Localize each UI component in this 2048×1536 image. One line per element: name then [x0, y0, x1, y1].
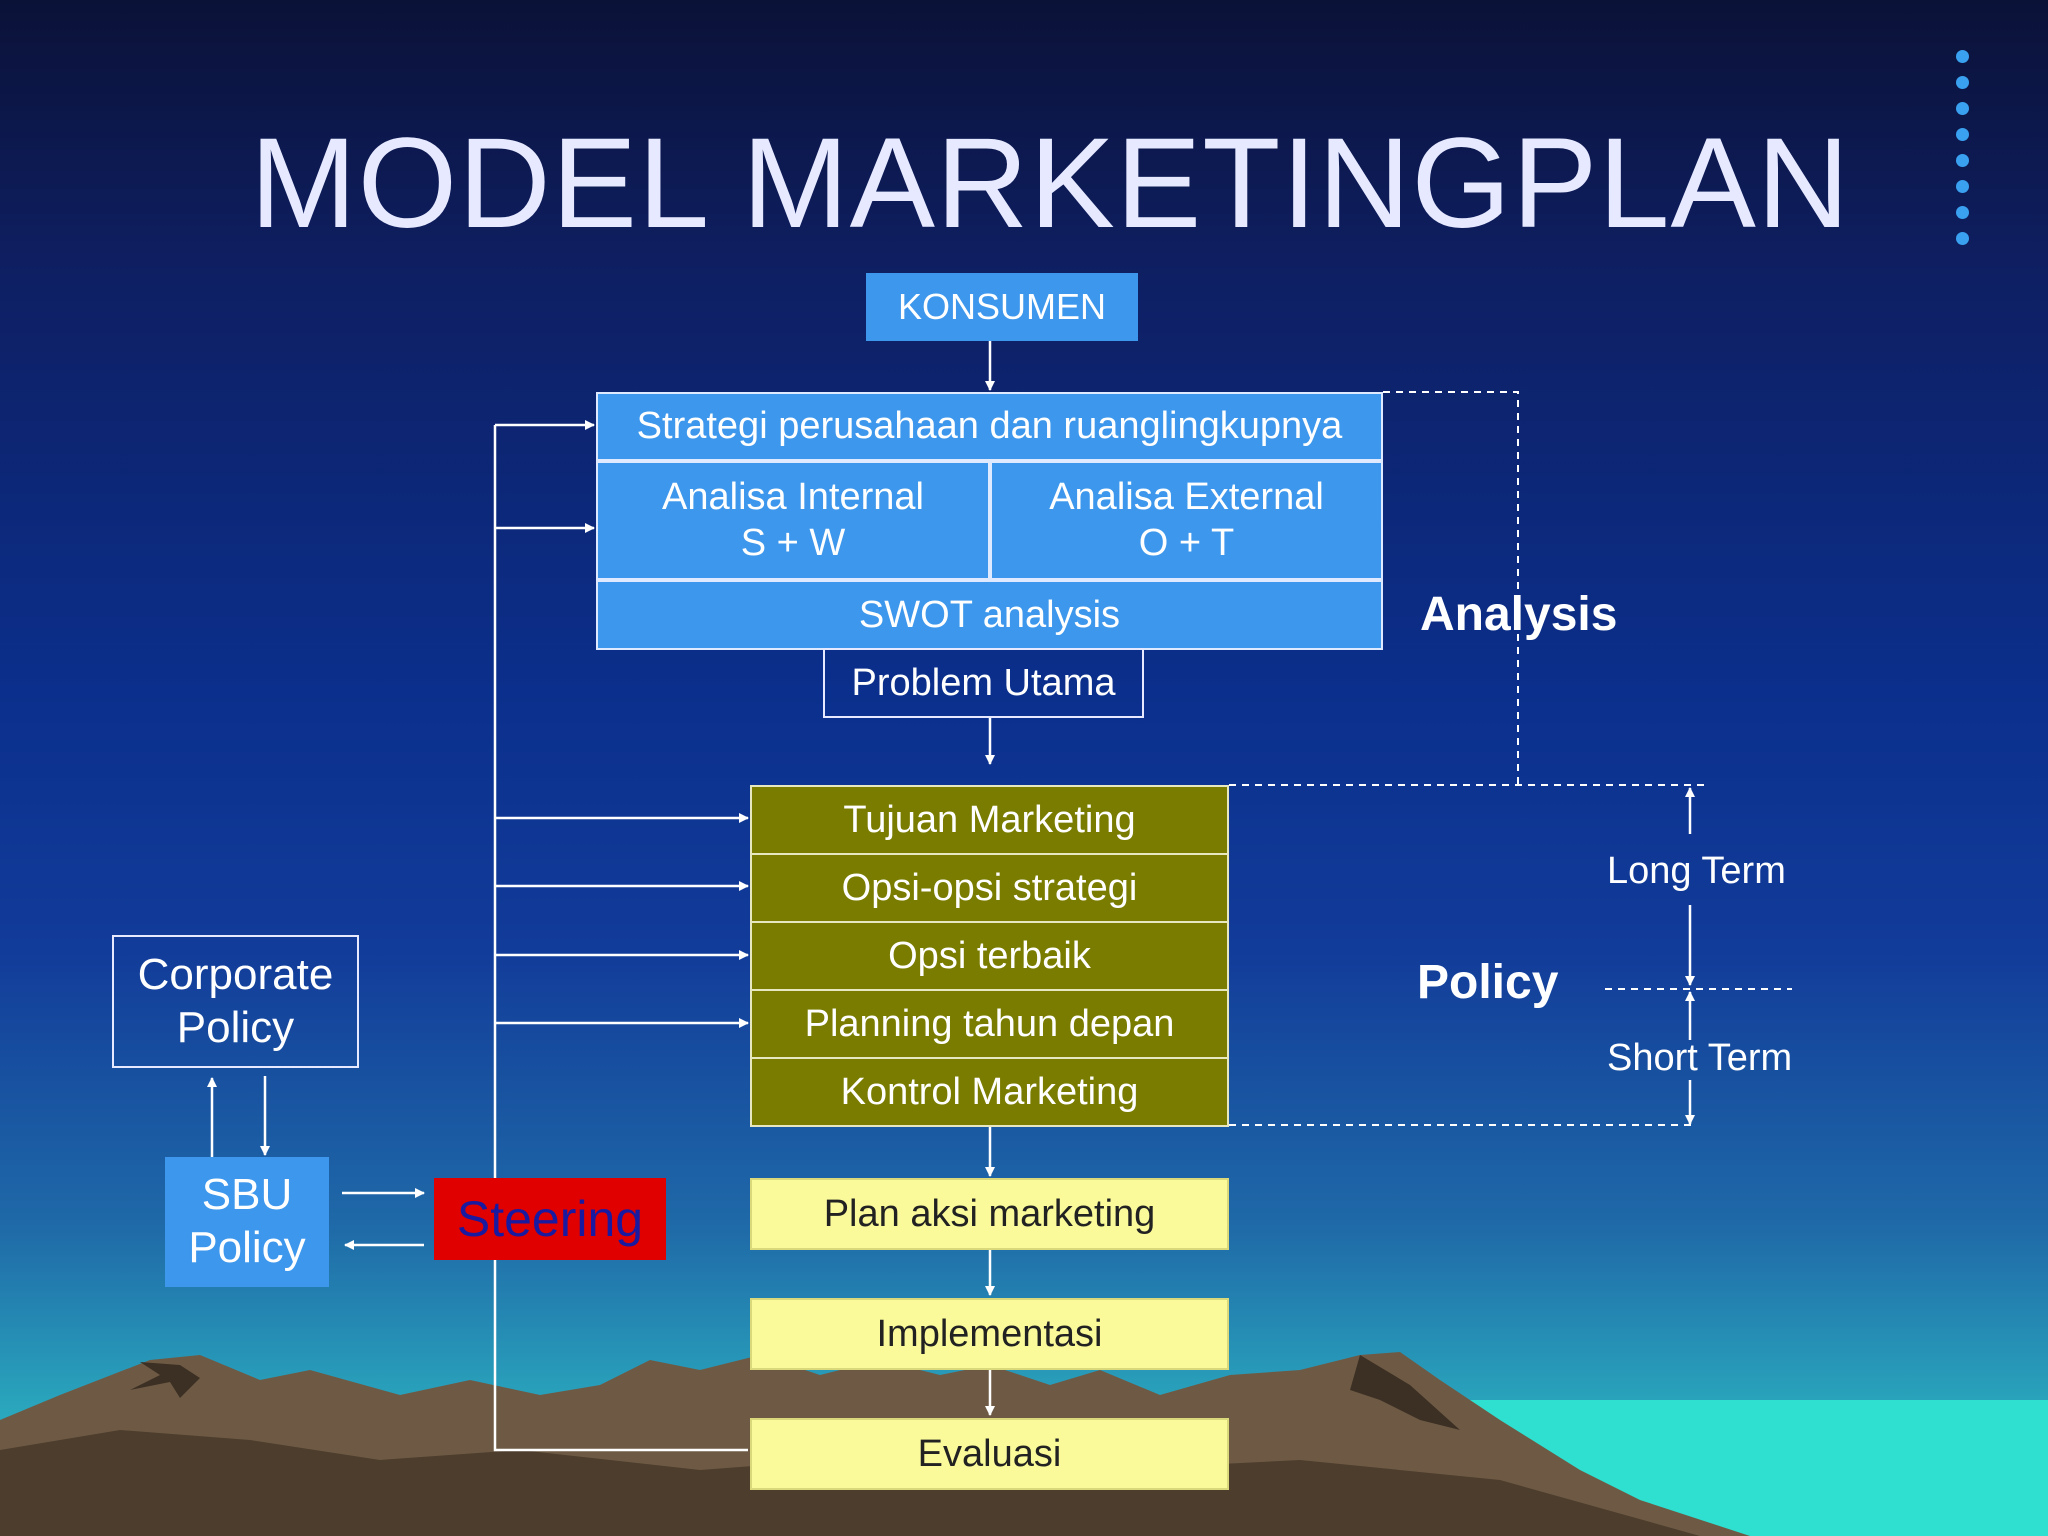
planning-tahun-depan-box: Planning tahun depan — [750, 989, 1229, 1059]
analysis-bracket — [1383, 391, 1519, 785]
long-term-label: Long Term — [1607, 850, 1786, 892]
plan-aksi-label: Plan aksi marketing — [823, 1192, 1156, 1235]
problem-utama-box: Problem Utama — [823, 648, 1144, 718]
steering-label: Steering — [456, 1191, 644, 1247]
swot-box: SWOT analysis — [596, 580, 1383, 650]
sbu-policy-box: SBU Policy — [165, 1157, 329, 1287]
analisa-internal-label: Analisa Internal S + W — [662, 475, 924, 564]
policy-item-label: Opsi-opsi strategi — [841, 866, 1138, 909]
mountain-snow — [130, 1362, 200, 1398]
page-title: MODEL MARKETINGPLAN — [250, 112, 1851, 255]
tujuan-marketing-box: Tujuan Marketing — [750, 785, 1229, 855]
policy-item-label: Kontrol Marketing — [840, 1070, 1139, 1113]
corporate-policy-label: Corporate Policy — [137, 949, 334, 1052]
feedback-loop-line — [493, 425, 748, 1452]
swot-label: SWOT analysis — [858, 593, 1121, 636]
steering-box: Steering — [434, 1178, 666, 1260]
konsumen-box: KONSUMEN — [866, 273, 1138, 341]
analisa-external-box: Analisa External O + T — [990, 461, 1383, 580]
corporate-policy-box: Corporate Policy — [112, 935, 359, 1068]
policy-item-label: Tujuan Marketing — [843, 798, 1136, 841]
konsumen-label: KONSUMEN — [897, 286, 1107, 327]
opsi-terbaik-box: Opsi terbaik — [750, 921, 1229, 991]
kontrol-marketing-box: Kontrol Marketing — [750, 1057, 1229, 1127]
mountain-ridge-right — [1350, 1355, 1460, 1430]
decorative-dots — [1956, 50, 1970, 258]
short-term-label: Short Term — [1607, 1037, 1793, 1079]
evaluasi-label: Evaluasi — [917, 1432, 1062, 1475]
analisa-external-label: Analisa External O + T — [1049, 475, 1324, 564]
policy-item-label: Planning tahun depan — [804, 1002, 1175, 1045]
sbu-policy-label: SBU Policy — [188, 1170, 306, 1272]
plan-aksi-box: Plan aksi marketing — [750, 1178, 1229, 1250]
analysis-label: Analysis — [1420, 588, 1618, 641]
policy-label: Policy — [1417, 956, 1559, 1009]
strategi-box: Strategi perusahaan dan ruanglingkupnya — [596, 392, 1383, 461]
implementasi-box: Implementasi — [750, 1298, 1229, 1370]
strategi-label: Strategi perusahaan dan ruanglingkupnya — [636, 405, 1343, 447]
evaluasi-box: Evaluasi — [750, 1418, 1229, 1490]
problem-utama-label: Problem Utama — [851, 661, 1116, 704]
analisa-internal-box: Analisa Internal S + W — [596, 461, 990, 580]
policy-item-label: Opsi terbaik — [888, 934, 1091, 977]
implementasi-label: Implementasi — [876, 1312, 1103, 1355]
opsi-strategi-box: Opsi-opsi strategi — [750, 853, 1229, 923]
